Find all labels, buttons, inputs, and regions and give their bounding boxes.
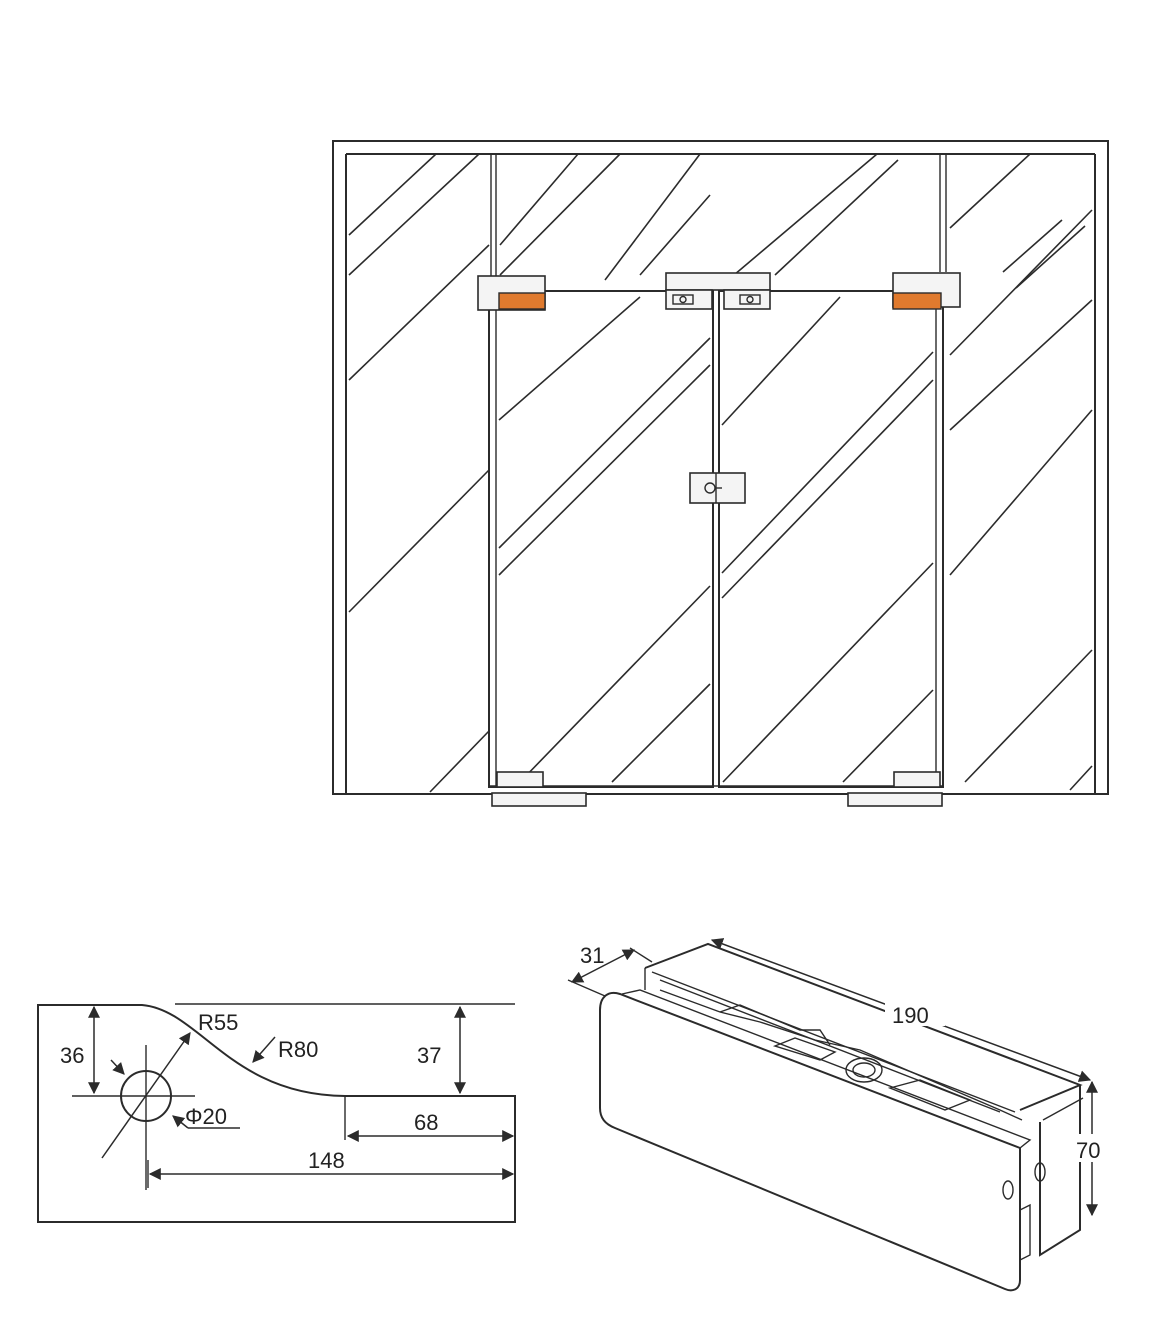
hole-pointer-upper — [110, 1059, 125, 1075]
label-70: 70 — [1076, 1138, 1100, 1163]
door-elevation — [332, 140, 1109, 807]
front-plate — [599, 991, 1021, 1292]
glass-cutout-profile: R55 R80 36 37 Φ20 68 148 — [37, 1003, 516, 1223]
r55-leader — [101, 1032, 191, 1159]
label-31: 31 — [580, 943, 604, 968]
label-36: 36 — [60, 1043, 84, 1068]
pivot-ring — [845, 1057, 883, 1083]
label-190-bg — [885, 996, 945, 1026]
glass-hatching — [348, 153, 1093, 793]
label-r55: R55 — [198, 1010, 238, 1035]
label-70-bg — [1075, 1134, 1115, 1162]
label-148: 148 — [308, 1148, 345, 1173]
dim-31-line — [570, 949, 636, 983]
bottom-patch-left — [491, 771, 587, 807]
label-190: 190 — [892, 1003, 929, 1028]
label-68: 68 — [414, 1110, 438, 1135]
label-r80: R80 — [278, 1037, 318, 1062]
bottom-patch-right — [847, 771, 943, 807]
transom-patch-center — [665, 272, 771, 310]
inner-groove — [659, 979, 1001, 1113]
top-pivot-patch-right — [892, 272, 961, 310]
top-pivot-patch-left — [477, 275, 546, 311]
profile-outline — [37, 1004, 516, 1223]
label-phi20: Φ20 — [185, 1104, 227, 1129]
screw-hole-back — [1034, 1162, 1046, 1182]
hole-pointer-lower — [172, 1115, 189, 1129]
dim-31-ext-a — [567, 979, 606, 997]
center-lock — [689, 472, 746, 504]
patch-fitting-iso: 31 190 70 — [567, 938, 1115, 1292]
outer-frame — [332, 140, 1109, 795]
end-cap-top-edge — [1042, 1097, 1084, 1121]
door-leaf-right — [718, 290, 944, 788]
screw-hole-front — [1002, 1180, 1014, 1200]
r80-leader — [252, 1036, 276, 1063]
back-rail-top — [644, 942, 1083, 1111]
pivot-ring-inner — [852, 1062, 876, 1078]
front-plate-top-edge — [621, 989, 1032, 1149]
label-37: 37 — [417, 1043, 441, 1068]
end-notch — [1019, 1203, 1031, 1261]
door-leaf-left — [488, 290, 714, 788]
